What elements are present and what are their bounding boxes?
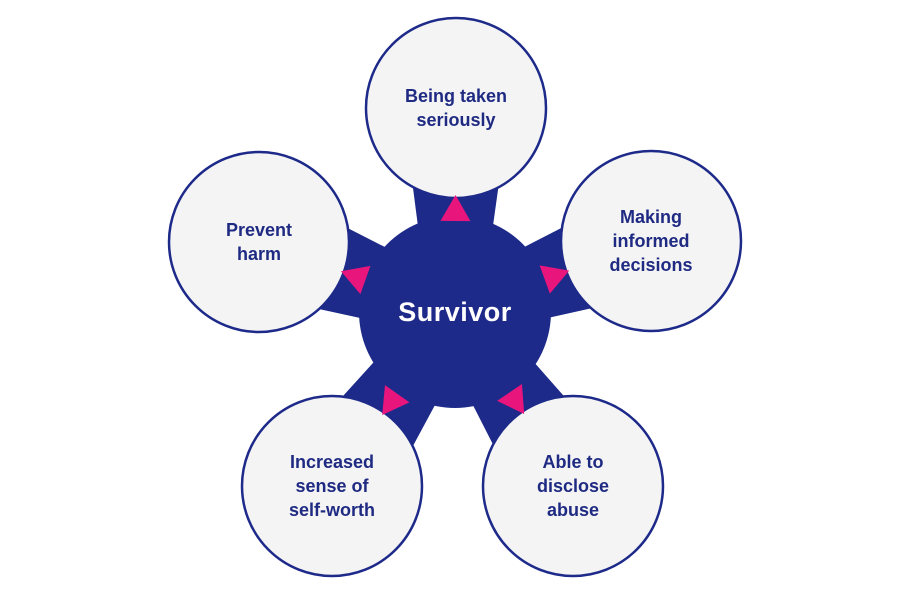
node-label-increased-sense-of-self-worth: Increased sense of self-worth	[288, 452, 375, 520]
hub-label: Survivor	[398, 296, 512, 327]
node-circle-able-to-disclose-abuse	[481, 394, 665, 578]
node-label-able-to-disclose-abuse: Able to disclose abuse	[536, 452, 610, 520]
node-label-being-taken-seriously: Being taken seriously	[404, 86, 508, 130]
hub-circle	[359, 216, 551, 408]
node-label-prevent-harm: Prevent harm	[225, 220, 293, 264]
arrow-prevent-harm	[340, 265, 371, 295]
node-circle-increased-sense-of-self-worth	[240, 394, 424, 578]
arrow-being-taken-seriously	[440, 194, 471, 222]
arrow-making-informed-decisions	[539, 265, 570, 294]
node-label-making-informed-decisions: Making informed decisions	[609, 207, 693, 275]
node-circle-making-informed-decisions	[559, 149, 743, 333]
node-circle-prevent-harm	[167, 150, 351, 334]
arrow-increased-sense-of-self-worth	[382, 385, 410, 415]
node-circles	[167, 16, 743, 578]
arrow-able-to-disclose-abuse	[497, 384, 525, 414]
arrows	[340, 194, 570, 415]
